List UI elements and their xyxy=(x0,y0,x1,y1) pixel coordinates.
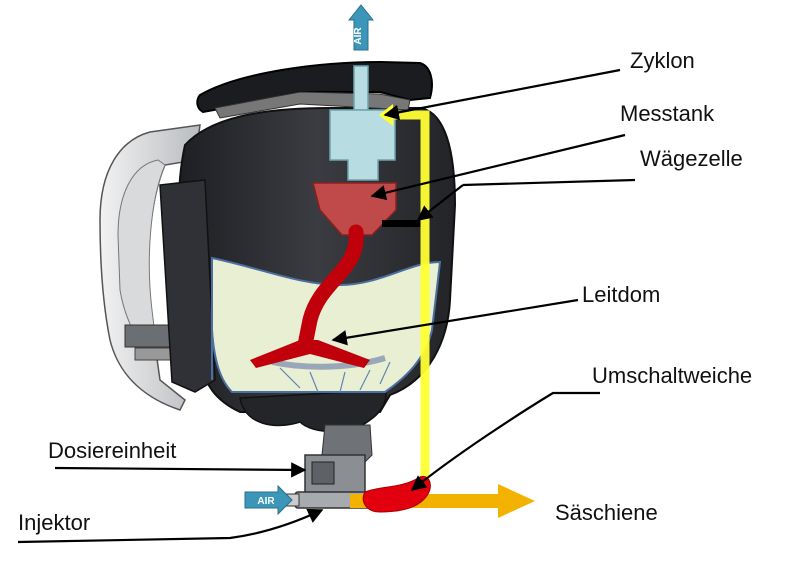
leader-zyklon xyxy=(383,68,621,120)
label-leitdom: Leitdom xyxy=(582,282,661,307)
dome-rays xyxy=(279,361,391,393)
leader-lines xyxy=(17,68,636,544)
label-messtank: Messtank xyxy=(620,101,715,126)
label-injektor: Injektor xyxy=(18,510,91,535)
leader-messtank xyxy=(370,133,626,201)
label-zyklon: Zyklon xyxy=(630,48,695,73)
air-top-arrow xyxy=(347,4,375,51)
dome-base xyxy=(271,355,386,370)
cyclone-pipe xyxy=(353,65,369,111)
leader-injektor xyxy=(17,508,324,544)
lid xyxy=(196,60,433,114)
label-saeschiene: Säschiene xyxy=(555,500,658,525)
air-return-line xyxy=(390,110,430,490)
label-umschaltweiche: Umschaltweiche xyxy=(592,363,753,388)
air-left-label: AIR xyxy=(257,496,275,507)
dosing-unit-detail xyxy=(311,461,335,485)
leitdom-pipe xyxy=(297,224,364,353)
air-top-label: AIR xyxy=(353,27,364,45)
leitdom-dome xyxy=(250,340,370,368)
label-dosiereinheit: Dosiereinheit xyxy=(48,438,177,463)
air-left-arrow xyxy=(244,484,293,516)
leader-umschaltweiche xyxy=(410,391,600,491)
seed-line-arrowhead xyxy=(498,484,535,518)
cyclone xyxy=(329,109,396,181)
shell-panel xyxy=(159,179,216,393)
leader-dosiereinheit xyxy=(54,462,307,478)
leader-waegezelle xyxy=(462,178,636,187)
load-cell xyxy=(382,220,422,227)
label-waegezelle: Wägezelle xyxy=(640,146,743,171)
leader-leitdom xyxy=(331,298,579,346)
leader-waegezelle-2 xyxy=(416,184,464,221)
